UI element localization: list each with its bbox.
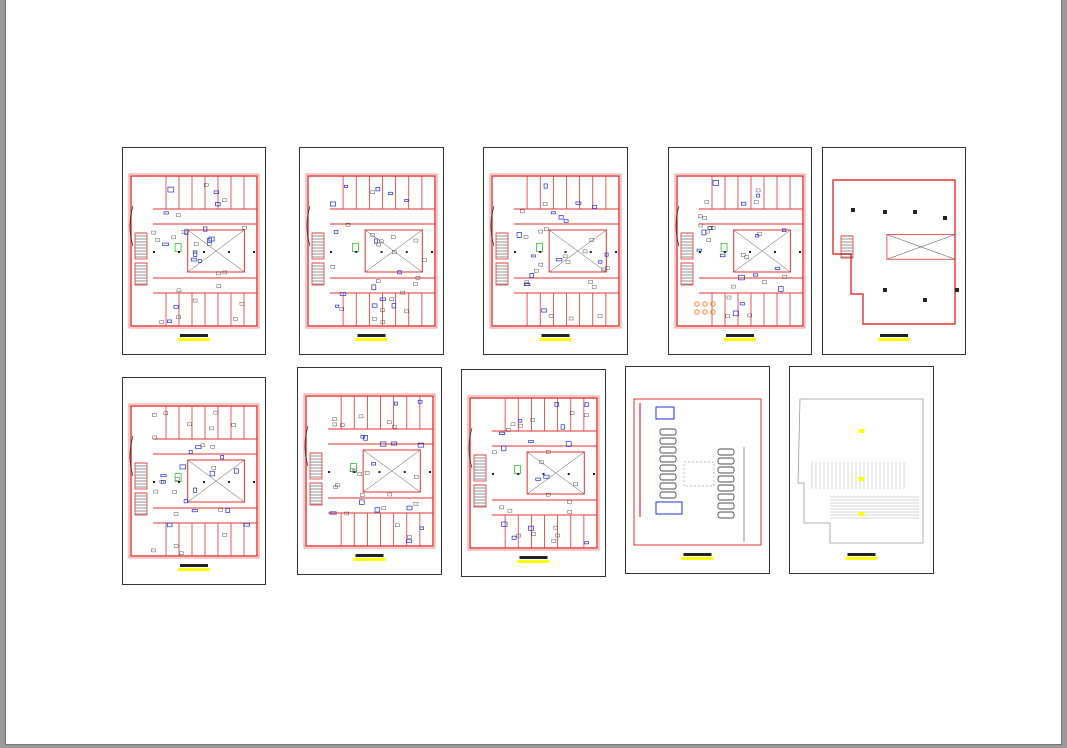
sheet-10-drawing [797,398,924,560]
sheet-10[interactable] [789,366,934,574]
plot-paper [6,0,1061,744]
sheet-4-drawing [674,173,806,341]
sheet-2[interactable] [299,147,444,355]
sheet-3-drawing [489,173,622,341]
sheet-4[interactable] [668,147,812,355]
sheet-8-drawing [467,395,600,563]
sheet-7[interactable] [297,367,442,575]
sheet-8[interactable] [461,369,606,577]
sheet-6-drawing [128,403,260,571]
sheet-5-drawing [832,179,959,341]
sheet-1-drawing [128,173,260,341]
sheet-2-drawing [305,173,438,341]
sheet-7-drawing [303,393,436,561]
sheet-1[interactable] [122,147,266,355]
sheet-6[interactable] [122,377,266,585]
sheet-9-drawing [633,398,762,560]
sheet-9[interactable] [625,366,770,574]
sheet-5[interactable] [822,147,966,355]
sheet-3[interactable] [483,147,628,355]
